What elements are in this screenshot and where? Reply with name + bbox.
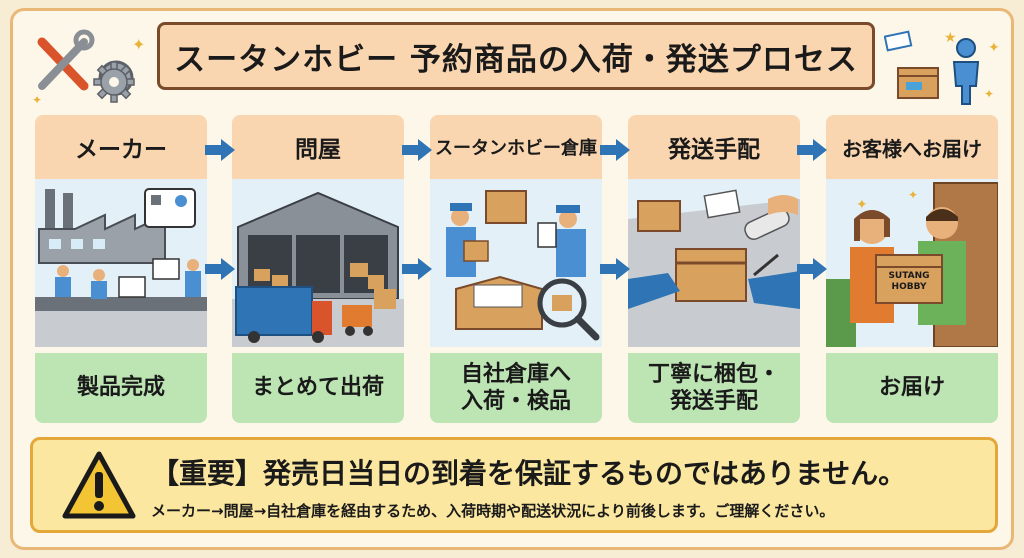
arrow-right-icon [402, 258, 432, 280]
step-header: スータンホビー倉庫 [430, 115, 602, 179]
delivery-illustration: ✦ ✦ SUTANG HOBBY [826, 179, 998, 347]
page-title: スータンホビー 予約商品の入荷・発送プロセス [157, 22, 875, 90]
warehouse-icon [232, 191, 404, 347]
arrow-right-icon [205, 139, 235, 161]
arrow-right-icon [797, 258, 827, 280]
step-wholesaler: 問屋 まとめて出荷 [232, 115, 404, 423]
svg-text:✦: ✦ [988, 40, 1000, 56]
delivery-icon: ✦ ✦ [826, 182, 998, 347]
step-footer: 製品完成 [35, 353, 207, 423]
svg-text:★: ★ [944, 30, 957, 46]
step-header: 問屋 [232, 115, 404, 179]
step-delivery: お客様へお届け ✦ ✦ SUTANG HOBBY お届け [826, 115, 998, 423]
step-footer: 丁寧に梱包・ 発送手配 [628, 353, 800, 423]
notice-detail: メーカー→問屋→自社倉庫を経由するため、入荷時期や配送状況により前後します。ご理… [151, 502, 835, 520]
step-own-warehouse: スータンホビー倉庫 自社倉庫へ 入荷・検品 [430, 115, 602, 423]
svg-text:✦: ✦ [132, 35, 145, 54]
arrow-right-icon [600, 258, 630, 280]
factory-icon [35, 188, 207, 347]
factory-illustration [35, 179, 207, 347]
gear-icon [93, 61, 135, 103]
step-footer: まとめて出荷 [232, 353, 404, 423]
inspection-icon [446, 190, 600, 341]
warehouse-illustration [232, 179, 404, 347]
arrow-right-icon [402, 139, 432, 161]
arrow-right-icon [797, 139, 827, 161]
warning-icon [62, 451, 136, 519]
box-label: SUTANG HOBBY [888, 271, 930, 292]
svg-text:✦: ✦ [984, 87, 994, 101]
notice-box: 【重要】発売日当日の到着を保証するものではありません。 メーカー→問屋→自社倉庫… [30, 437, 998, 533]
step-shipping: 発送手配 丁寧に梱包・ 発送手配 [628, 115, 800, 423]
arrow-right-icon [600, 139, 630, 161]
svg-text:✦: ✦ [856, 197, 868, 213]
step-header: お客様へお届け [826, 115, 998, 179]
step-header: 発送手配 [628, 115, 800, 179]
packing-icon [628, 189, 800, 347]
arrow-right-icon [205, 258, 235, 280]
inspection-illustration [430, 179, 602, 347]
packing-illustration [628, 179, 800, 347]
step-footer: お届け [826, 353, 998, 423]
step-footer: 自社倉庫へ 入荷・検品 [430, 353, 602, 423]
notice-headline: 【重要】発売日当日の到着を保証するものではありません。 [151, 457, 907, 490]
package-person-icon: ★ ✦ ✦ [884, 30, 1000, 105]
step-maker: メーカー 製品完成 [35, 115, 207, 423]
step-header: メーカー [35, 115, 207, 179]
svg-text:✦: ✦ [32, 93, 42, 107]
svg-text:✦: ✦ [908, 188, 918, 202]
